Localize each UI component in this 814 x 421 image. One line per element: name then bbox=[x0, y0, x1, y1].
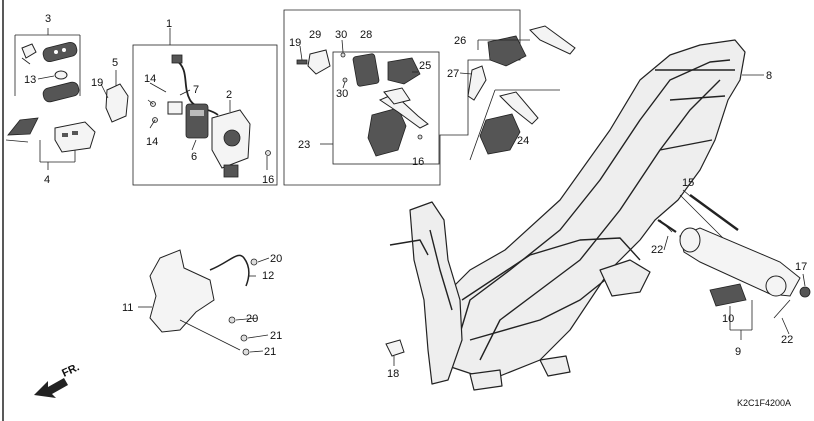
callout-5: 5 bbox=[112, 57, 118, 69]
callout-8: 8 bbox=[766, 70, 772, 82]
callout-18: 18 bbox=[387, 368, 399, 380]
callout-21b: 21 bbox=[264, 346, 276, 358]
callout-14b: 14 bbox=[146, 136, 158, 148]
lock-cap-part-29 bbox=[307, 49, 331, 75]
callout-6: 6 bbox=[191, 151, 197, 163]
callout-10: 10 bbox=[722, 313, 734, 325]
seat-lock-part-28 bbox=[352, 53, 380, 87]
remote-case-part bbox=[42, 81, 80, 103]
callout-21a: 21 bbox=[270, 330, 282, 342]
callout-16a: 16 bbox=[262, 174, 274, 186]
lock-part-26 bbox=[487, 25, 576, 67]
front-direction-marker: FR. bbox=[34, 361, 81, 398]
bolt-part-19b bbox=[296, 59, 308, 65]
front-label: FR. bbox=[60, 361, 81, 379]
main-lock-part bbox=[367, 87, 429, 157]
lock-part-24 bbox=[479, 91, 539, 155]
callout-20a: 20 bbox=[270, 253, 282, 265]
bolt-part-22 bbox=[657, 219, 677, 233]
remote-fob-part bbox=[42, 41, 78, 63]
callout-28: 28 bbox=[360, 29, 372, 41]
main-stand-group bbox=[659, 194, 811, 340]
callout-26: 26 bbox=[454, 35, 466, 47]
harness-part-7 bbox=[175, 59, 219, 116]
grommet-part-18 bbox=[385, 339, 405, 357]
lock-set-group bbox=[283, 9, 576, 186]
callout-27: 27 bbox=[447, 68, 459, 80]
main-frame-part bbox=[389, 39, 746, 391]
diagram-code: K2C1F4200A bbox=[737, 398, 791, 408]
battery-part bbox=[54, 70, 68, 80]
key-part-27 bbox=[467, 65, 487, 101]
callout-11: 11 bbox=[122, 302, 133, 314]
callout-leader-lines bbox=[37, 39, 806, 366]
nut-part-17 bbox=[799, 286, 811, 298]
callout-16b: 16 bbox=[412, 156, 424, 168]
callout-2: 2 bbox=[226, 89, 232, 101]
remote-clip-part bbox=[21, 43, 37, 65]
stand-pivot-part bbox=[679, 227, 701, 253]
callout-25: 25 bbox=[419, 60, 431, 72]
switch-part-6 bbox=[185, 103, 209, 139]
callout-7: 7 bbox=[193, 84, 199, 96]
bolt-part-15 bbox=[689, 194, 739, 231]
callout-20b: 20 bbox=[246, 313, 258, 325]
callout-12: 12 bbox=[262, 270, 274, 282]
wire-part-12 bbox=[209, 254, 250, 287]
callout-19a: 19 bbox=[91, 77, 103, 89]
callout-17: 17 bbox=[795, 261, 807, 273]
callout-30a: 30 bbox=[335, 29, 347, 41]
callout-23: 23 bbox=[298, 139, 310, 151]
callout-30b: 30 bbox=[336, 88, 348, 100]
callout-1: 1 bbox=[166, 18, 172, 30]
switch-unit-group bbox=[105, 28, 278, 186]
callout-24: 24 bbox=[517, 135, 529, 147]
callout-3: 3 bbox=[45, 13, 51, 25]
callout-14a: 14 bbox=[144, 73, 156, 85]
callout-9: 9 bbox=[735, 346, 741, 358]
callout-15: 15 bbox=[682, 177, 694, 189]
stand-rubber-part-10 bbox=[709, 283, 747, 307]
front-arrow-icon bbox=[34, 378, 68, 398]
lock-part-25 bbox=[387, 57, 421, 85]
callout-19b: 19 bbox=[289, 37, 301, 49]
bracket-part-11 bbox=[149, 249, 215, 333]
remote-receiver-part bbox=[5, 117, 96, 153]
ignition-switch-part-2 bbox=[211, 109, 251, 178]
bracket-group bbox=[138, 249, 258, 356]
bracket-part-5 bbox=[105, 70, 129, 123]
callout-4: 4 bbox=[44, 174, 50, 186]
callout-29: 29 bbox=[309, 29, 321, 41]
callout-13: 13 bbox=[24, 74, 36, 86]
remote-key-group bbox=[5, 28, 96, 170]
callout-22a: 22 bbox=[651, 244, 663, 256]
callout-22b: 22 bbox=[781, 334, 793, 346]
